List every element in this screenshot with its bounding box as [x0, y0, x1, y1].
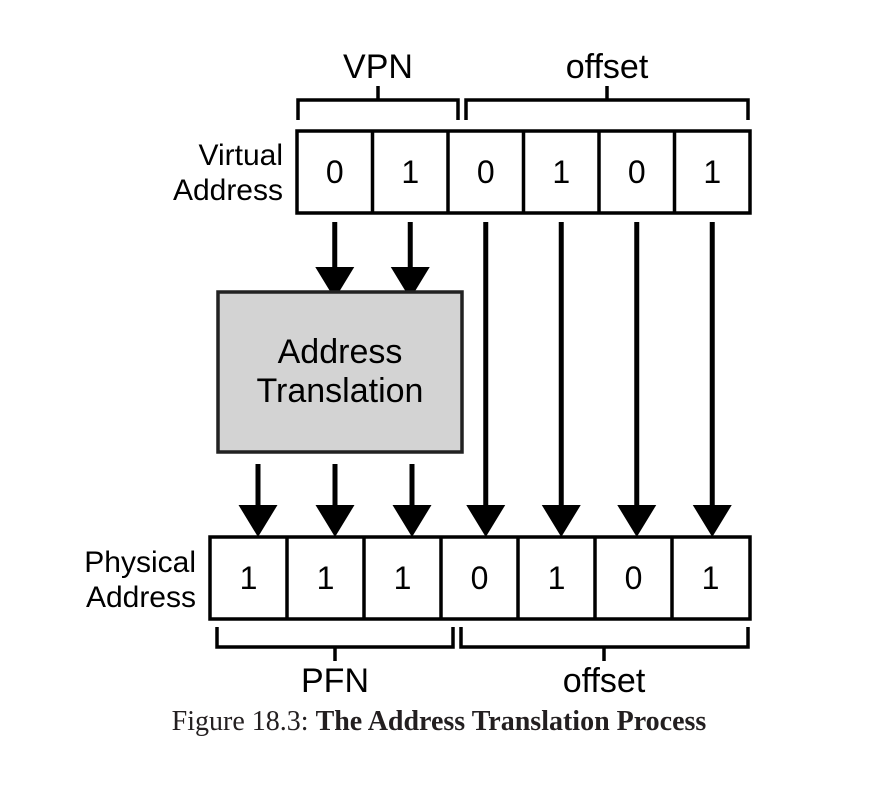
virtual-address-bit: 0 [477, 154, 495, 190]
physical-address-bit: 1 [548, 560, 566, 596]
virtual-address-bit: 1 [401, 154, 419, 190]
physical-address-label-line1: Physical [84, 546, 196, 579]
translation-to-pfn-arrows [238, 464, 432, 537]
physical-address-bit: 0 [471, 560, 489, 596]
virtual-address-bit: 1 [703, 154, 721, 190]
address-translation-box-line2: Translation [257, 372, 424, 410]
figure-caption-prefix: Figure 18.3: [171, 706, 309, 737]
offset-bracket-bottom [459, 627, 750, 661]
virtual-address-label-line1: Virtual [199, 139, 284, 172]
figure-caption-title: The Address Translation Process [315, 706, 707, 737]
offset-passthrough-arrows [466, 222, 732, 537]
pfn-bracket [215, 627, 455, 661]
figure-caption: Figure 18.3: The Address Translation Pro… [0, 706, 878, 738]
virtual-address-label-line2: Address [173, 174, 283, 207]
virtual-address-row: 0 1 0 1 0 1 [295, 129, 752, 215]
vpn-to-translation-arrows [315, 222, 430, 299]
address-translation-box[interactable]: Address Translation [216, 290, 464, 454]
physical-address-label-line2: Address [86, 581, 196, 614]
offset-bracket-top [464, 86, 750, 120]
physical-address-bit: 0 [625, 560, 643, 596]
address-translation-box-line1: Address [278, 333, 403, 371]
vpn-bracket [296, 86, 460, 120]
physical-address-bit: 1 [240, 560, 258, 596]
offset-segment-label-bottom: offset [563, 662, 646, 700]
offset-segment-label-top: offset [566, 48, 649, 86]
physical-address-bit: 1 [702, 560, 720, 596]
virtual-address-bit: 1 [552, 154, 570, 190]
vpn-segment-label: VPN [343, 48, 413, 86]
virtual-address-bit: 0 [326, 154, 344, 190]
physical-address-bit: 1 [394, 560, 412, 596]
virtual-address-bit: 0 [628, 154, 646, 190]
pfn-segment-label: PFN [301, 662, 369, 700]
physical-address-bit: 1 [317, 560, 335, 596]
physical-address-row: 1 1 1 0 1 0 1 [208, 535, 752, 621]
